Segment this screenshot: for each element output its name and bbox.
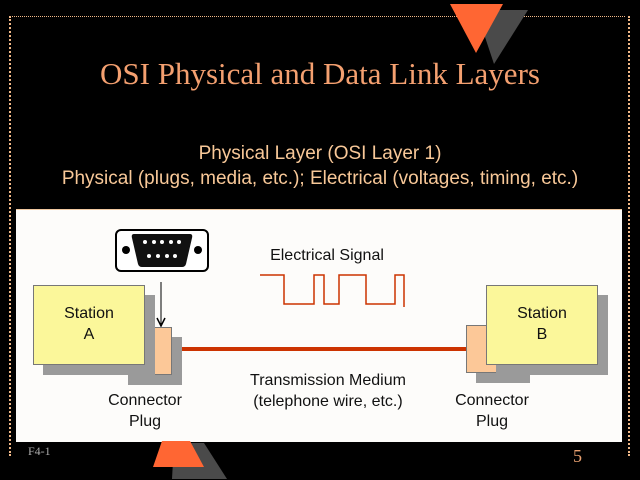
slide-title: OSI Physical and Data Link Layers xyxy=(100,56,540,91)
medium-label-1: Transmission Medium xyxy=(250,372,406,389)
frame-border-right xyxy=(628,16,630,456)
station-a-label-2: A xyxy=(83,326,95,343)
figure-id: F4-1 xyxy=(28,444,51,458)
arrow-down-icon xyxy=(156,282,166,328)
connector-left-label-1: Connector xyxy=(108,392,182,409)
electrical-signal-label: Electrical Signal xyxy=(270,247,384,264)
frame-border-left xyxy=(9,16,11,456)
triangle-down-icon xyxy=(450,4,528,64)
square-wave-signal xyxy=(260,274,405,307)
station-b: Station B xyxy=(486,285,598,365)
station-a: Station A xyxy=(33,285,145,365)
connector-right-label: Connector Plug xyxy=(442,390,542,432)
medium-label-2: (telephone wire, etc.) xyxy=(253,393,403,410)
station-b-label-2: B xyxy=(536,326,548,343)
connector-right-label-2: Plug xyxy=(475,413,509,430)
connector-left-label: Connector Plug xyxy=(95,390,195,432)
page-number: 5 xyxy=(573,446,582,466)
station-a-label-1: Station xyxy=(64,305,114,322)
medium-label: Transmission Medium (telephone wire, etc… xyxy=(228,370,428,412)
diagram-panel: Electrical Signal Station A Station B Tr… xyxy=(16,209,622,442)
subtitle-line-1: Physical Layer (OSI Layer 1) xyxy=(198,143,442,164)
connector-right-label-1: Connector xyxy=(455,392,529,409)
subtitle-line-2: Physical (plugs, media, etc.); Electrica… xyxy=(61,168,579,189)
db9-connector-icon xyxy=(115,229,209,272)
triangle-up-icon xyxy=(153,441,227,479)
connector-left-label-2: Plug xyxy=(128,413,162,430)
transmission-medium-line xyxy=(174,347,494,351)
station-b-label-1: Station xyxy=(517,305,567,322)
frame-border-top xyxy=(9,16,625,17)
